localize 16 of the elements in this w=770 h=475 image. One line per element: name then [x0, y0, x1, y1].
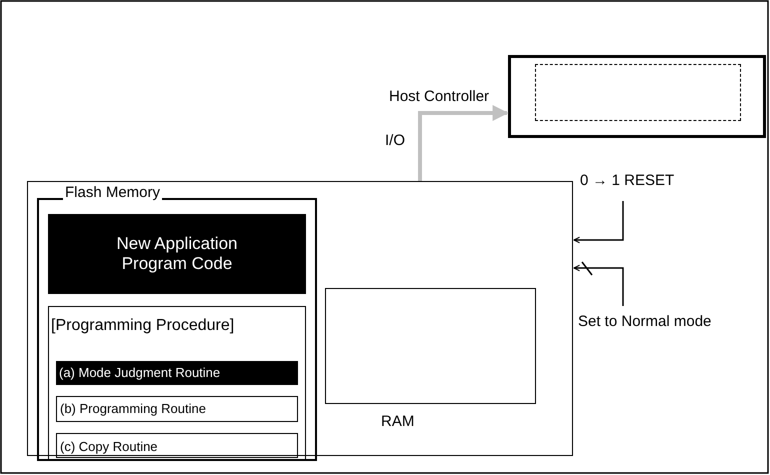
routine-box [56, 433, 298, 458]
label-text: (b) Programming Routine [60, 401, 206, 416]
routine-box [56, 396, 298, 422]
label-text: New Application Program Code [116, 233, 238, 275]
dashed-box [535, 64, 741, 121]
code-block [48, 214, 306, 294]
procedure-box [48, 306, 306, 461]
label-text: Flash Memory [63, 184, 162, 201]
label-text: [Programming Procedure] [51, 317, 234, 335]
label-text: (a) Mode Judgment Routine [59, 365, 220, 380]
label-text: RAM [381, 413, 414, 430]
routine-box [56, 361, 298, 385]
label-text: Set to Normal mode [578, 313, 712, 330]
label-text: Host Controller [389, 88, 490, 105]
label-text: (c) Copy Routine [60, 439, 158, 454]
label-text: 0 → 1 RESET [580, 172, 674, 189]
